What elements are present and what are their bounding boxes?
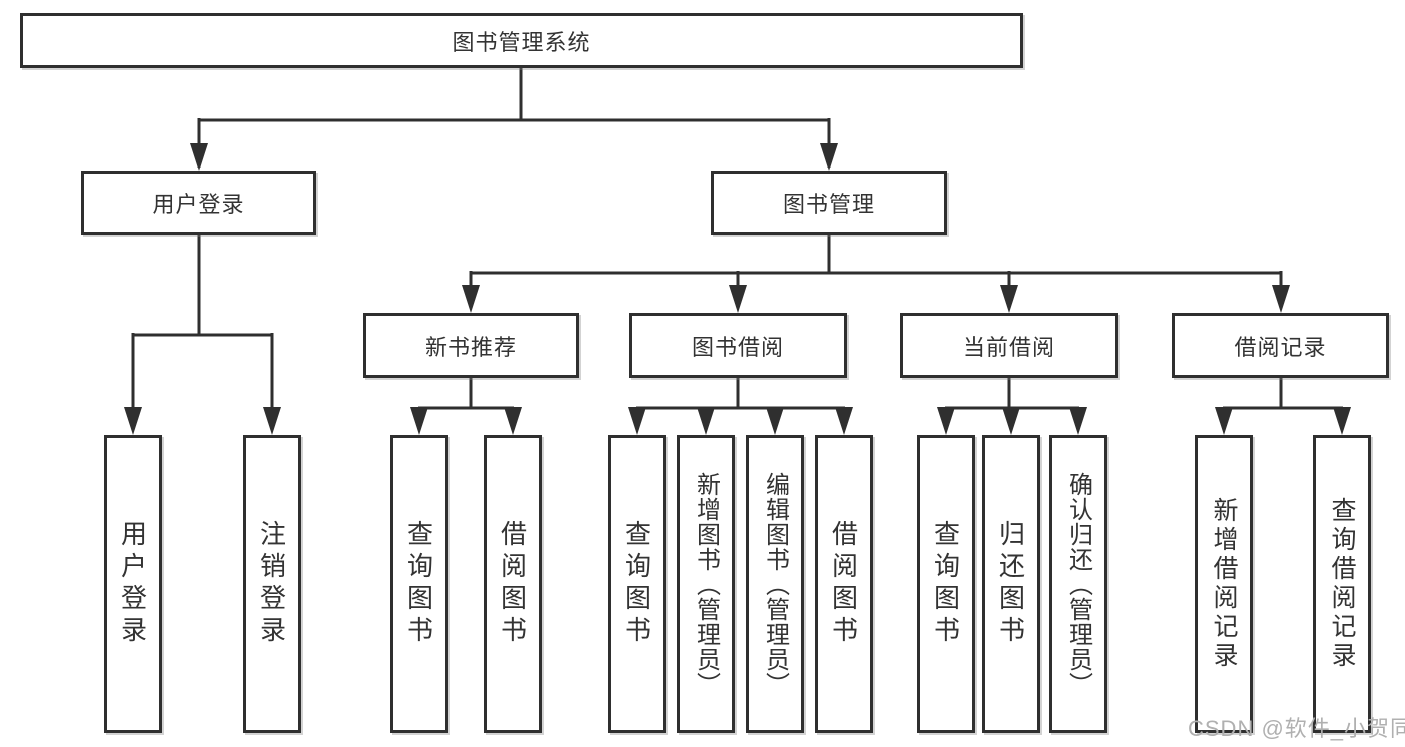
leaf-add-book-admin: 新增图书（管理员） [677, 435, 735, 733]
leaf-user-login: 用户登录 [104, 435, 162, 733]
leaf-user-login-label: 用户登录 [117, 520, 148, 648]
node-new-book-recommend-label: 新书推荐 [424, 334, 517, 360]
leaf-borrow-books: 借阅图书 [815, 435, 873, 733]
leaf-logout-label: 注销登录 [256, 520, 287, 648]
node-user-login: 用户登录 [81, 171, 316, 235]
leaf-add-borrow-record: 新增借阅记录 [1195, 435, 1253, 733]
node-book-borrow-label: 图书借阅 [691, 334, 784, 360]
node-user-login-label: 用户登录 [152, 192, 245, 217]
leaf-query-books-borrow-label: 查询图书 [621, 520, 652, 648]
leaf-borrow-books-label: 借阅图书 [828, 520, 859, 648]
leaf-query-books-current-label: 查询图书 [930, 520, 961, 648]
leaf-query-books-borrow: 查询图书 [608, 435, 666, 733]
node-new-book-recommend: 新书推荐 [363, 313, 579, 378]
leaf-logout: 注销登录 [243, 435, 301, 733]
node-root-system: 图书管理系统 [20, 13, 1023, 68]
leaf-add-borrow-record-label: 新增借阅记录 [1210, 497, 1238, 671]
leaf-return-book-label: 归还图书 [995, 520, 1026, 648]
leaf-query-books-recommend: 查询图书 [390, 435, 448, 733]
csdn-watermark: CSDN @软件_小贺同学 [1188, 716, 1405, 741]
node-book-management: 图书管理 [711, 171, 947, 235]
node-current-borrow-label: 当前借阅 [962, 334, 1055, 360]
leaf-query-books-current: 查询图书 [917, 435, 975, 733]
node-borrow-records-label: 借阅记录 [1234, 334, 1327, 360]
leaf-borrow-books-recommend-label: 借阅图书 [497, 520, 528, 648]
leaf-edit-book-admin-label: 编辑图书（管理员） [761, 471, 789, 697]
leaf-edit-book-admin: 编辑图书（管理员） [746, 435, 804, 733]
node-current-borrow: 当前借阅 [900, 313, 1118, 378]
node-book-borrow: 图书借阅 [629, 313, 847, 378]
leaf-borrow-books-recommend: 借阅图书 [484, 435, 542, 733]
node-borrow-records: 借阅记录 [1172, 313, 1389, 378]
leaf-return-book: 归还图书 [982, 435, 1040, 733]
leaf-add-book-admin-label: 新增图书（管理员） [692, 471, 720, 697]
leaf-query-borrow-record: 查询借阅记录 [1313, 435, 1371, 733]
leaf-query-borrow-record-label: 查询借阅记录 [1328, 497, 1356, 671]
leaf-confirm-return-admin-label: 确认归还（管理员） [1064, 471, 1092, 697]
leaf-query-books-recommend-label: 查询图书 [403, 520, 434, 648]
node-root-label: 图书管理系统 [452, 29, 591, 55]
node-book-management-label: 图书管理 [782, 192, 875, 217]
leaf-confirm-return-admin: 确认归还（管理员） [1049, 435, 1107, 733]
